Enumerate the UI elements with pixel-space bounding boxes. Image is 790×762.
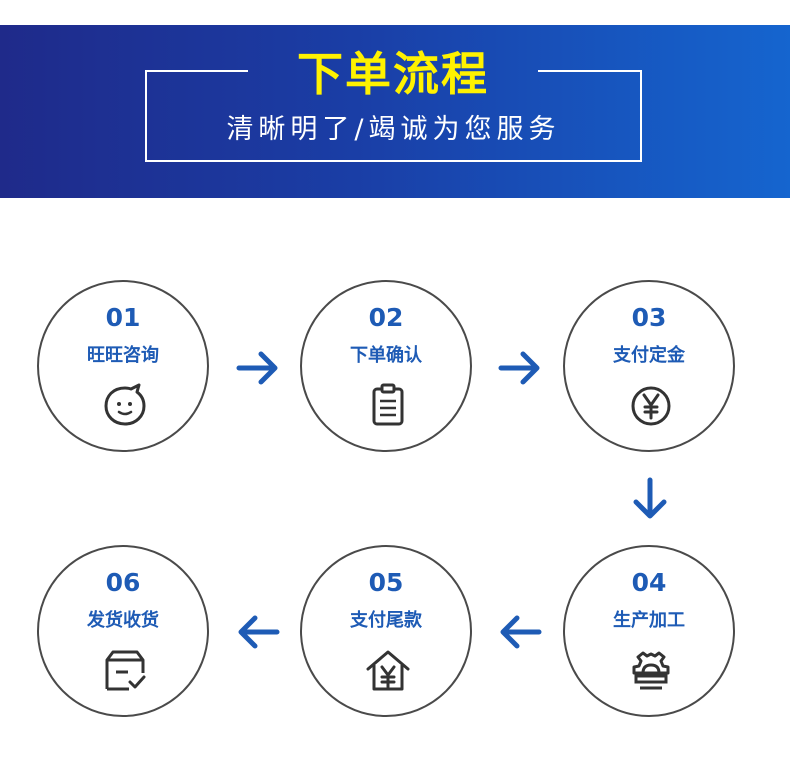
step-05: 05 支付尾款 [300,545,472,717]
chat-bubble-icon [104,383,146,426]
page-title: 下单流程 [297,47,489,101]
arrow-left-icon [238,615,280,649]
step-06: 06 发货收货 [37,545,209,717]
frame-line-right [538,70,642,72]
step-label: 支付尾款 [350,610,422,631]
arrow-down-icon [633,477,667,519]
step-number: 05 [368,568,404,597]
step-number: 03 [631,303,667,332]
step-number: 06 [105,568,141,597]
step-02: 02 下单确认 [300,280,472,452]
step-label: 下单确认 [350,345,422,366]
step-01: 01 旺旺咨询 [37,280,209,452]
page-subtitle: 清晰明了/竭诚为您服务 [226,114,561,145]
arrow-right-icon [498,351,540,385]
frame-line-left [145,70,248,72]
package-check-icon [105,650,146,691]
arrow-right-icon [236,351,278,385]
step-number: 02 [368,303,404,332]
step-label: 旺旺咨询 [87,345,159,366]
step-label: 生产加工 [613,610,685,631]
gear-machine-icon [632,651,670,690]
yen-coin-icon [631,386,671,426]
clipboard-icon [372,383,404,426]
house-yen-icon [366,650,410,691]
step-03: 03 支付定金 [563,280,735,452]
step-label: 支付定金 [613,345,685,366]
step-number: 01 [105,303,141,332]
header-banner [0,25,790,198]
step-label: 发货收货 [87,610,159,631]
arrow-left-icon [500,615,542,649]
step-number: 04 [631,568,667,597]
step-04: 04 生产加工 [563,545,735,717]
title-frame [145,70,642,162]
